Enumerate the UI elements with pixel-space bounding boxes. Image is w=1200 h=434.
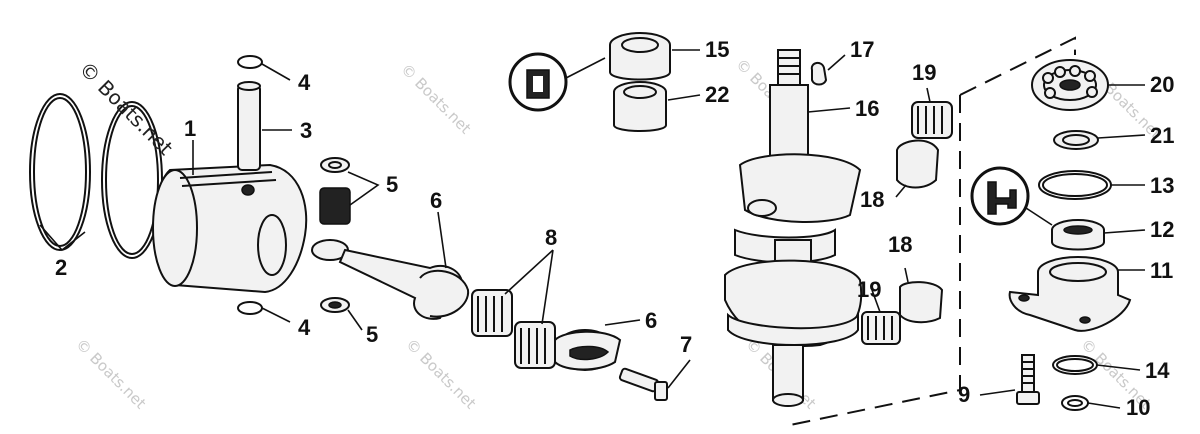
- needle-bearing-symbol-icon: [508, 52, 606, 112]
- seal: [1051, 219, 1105, 251]
- callout-6-cap: 6: [645, 308, 657, 333]
- wrist-pin: [237, 81, 261, 171]
- connecting-rod: [311, 239, 622, 371]
- callout-3: 3: [300, 118, 312, 143]
- callout-12: 12: [1150, 217, 1174, 242]
- callout-9: 9: [958, 382, 970, 407]
- crankshaft: [724, 49, 863, 407]
- callout-16: 16: [855, 96, 879, 121]
- callout-5-top: 5: [386, 172, 398, 197]
- piston: [152, 163, 308, 294]
- housing-washer: [1061, 395, 1089, 411]
- rod-bolt: [618, 367, 668, 401]
- callout-17: 17: [850, 37, 874, 62]
- housing-bolt: [1016, 354, 1040, 405]
- callout-2: 2: [55, 255, 67, 280]
- seal-symbol-icon: [970, 166, 1053, 226]
- callout-19-top: 19: [912, 60, 936, 85]
- callout-6-rod: 6: [430, 188, 442, 213]
- housing-o-ring: [1052, 355, 1098, 375]
- assembly-boundary: [789, 36, 1076, 426]
- big-end-bearings: [471, 289, 556, 369]
- callout-5-bottom: 5: [366, 322, 378, 347]
- callout-4-top: 4: [298, 70, 311, 95]
- callout-14: 14: [1145, 358, 1170, 383]
- callout-15: 15: [705, 37, 729, 62]
- upper-bearing: [609, 32, 671, 81]
- callout-13: 13: [1150, 173, 1174, 198]
- callout-21: 21: [1150, 123, 1174, 148]
- main-bearing-upper: [896, 101, 953, 189]
- callout-20: 20: [1150, 72, 1174, 97]
- callout-numbers: 1 2 3 4 4 5 5 6 6 7 8 9 10 11 12 13 14 1…: [55, 37, 1174, 420]
- ball-bearing: [1031, 59, 1109, 111]
- watermark-main: © Boats.net: [74, 57, 177, 160]
- watermark-tile: © Boats.net: [397, 60, 475, 138]
- leader-lines: [39, 49, 1146, 409]
- needle-bearing: [613, 81, 667, 132]
- callout-1: 1: [184, 116, 196, 141]
- retaining-ring: [1053, 130, 1099, 150]
- small-end-bearing: [319, 157, 351, 313]
- callout-22: 22: [705, 82, 729, 107]
- callout-18-top: 18: [860, 187, 884, 212]
- callout-8: 8: [545, 225, 557, 250]
- callout-18-bottom: 18: [888, 232, 912, 257]
- callout-19-bottom: 19: [857, 277, 881, 302]
- callout-11: 11: [1150, 258, 1173, 283]
- o-ring: [1038, 170, 1112, 200]
- watermark-tile: © Boats.net: [402, 335, 480, 413]
- callout-7: 7: [680, 332, 692, 357]
- crank-key: [810, 62, 828, 86]
- callout-10: 10: [1126, 395, 1150, 420]
- callout-4-bottom: 4: [298, 315, 311, 340]
- main-bearing-lower: [861, 281, 944, 345]
- lower-bearing-housing: [1008, 256, 1132, 332]
- watermark-tile: © Boats.net: [72, 335, 150, 413]
